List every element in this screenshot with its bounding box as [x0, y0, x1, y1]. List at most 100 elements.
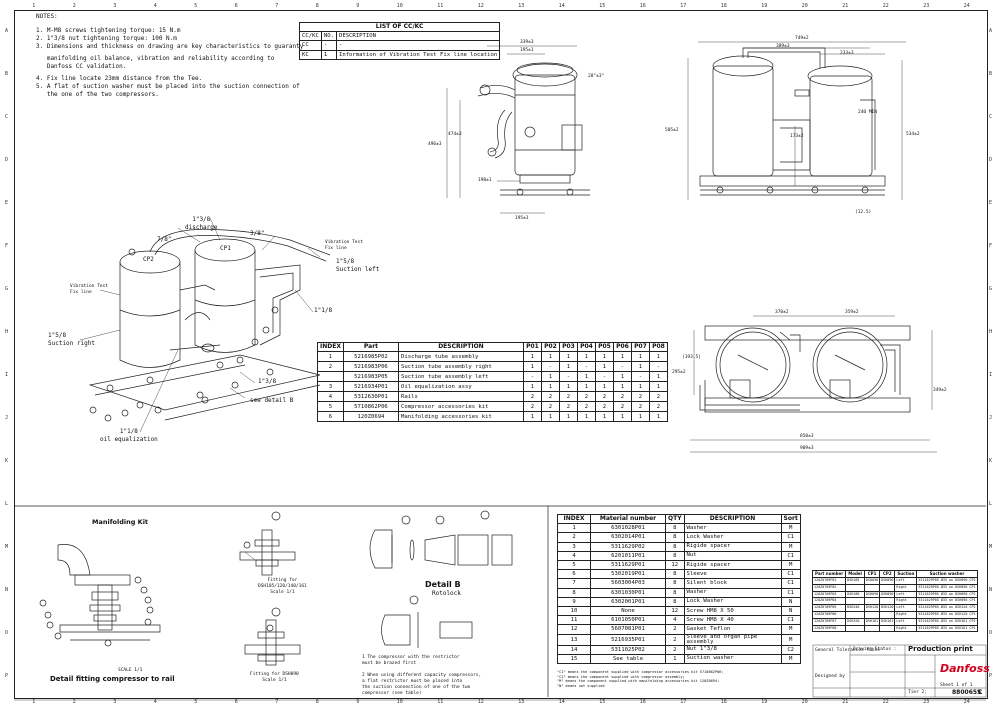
material-cell: 8: [665, 532, 685, 543]
model-cell: DSH120: [863, 604, 881, 612]
parts-cell: 5: [317, 401, 344, 413]
material-cell: 8: [557, 587, 591, 598]
material-cell: C1: [780, 532, 801, 543]
zone-letter: H: [989, 329, 993, 336]
iso-label-suction-right: 1"5/8 Suction right: [48, 332, 95, 347]
note-line: 4. Fix line locate 23mm distance from th…: [36, 75, 203, 82]
material-cell: M: [780, 653, 801, 665]
material-cell: C2: [780, 644, 801, 655]
notes-title: NOTES:: [36, 13, 58, 20]
dim-front-3: 233±3: [840, 51, 854, 56]
parts-cell: 1: [630, 351, 650, 363]
parts-cell: 2: [630, 401, 650, 413]
dim-top-3: (193.5): [682, 355, 701, 360]
material-cell: 5311629P01: [590, 560, 666, 571]
zone-letter: N: [989, 586, 993, 593]
model-cell: Right: [894, 583, 918, 592]
material-cell: 9: [557, 596, 591, 608]
parts-cell: 2: [558, 391, 578, 403]
note-line: 2. 1"3/8 nut tightening torque: 100 N.m: [36, 35, 177, 42]
parts-cell: 1: [558, 361, 578, 373]
iso-label-vibration-2: Vibration Test Fix line: [70, 284, 108, 295]
dim-side-6: 198±1: [478, 178, 492, 183]
zone-number: 20: [801, 3, 808, 9]
material-cell: 12: [665, 560, 685, 571]
zone-number: 16: [639, 3, 646, 9]
material-cell: 2: [665, 644, 685, 655]
material-cell: N: [780, 596, 801, 608]
model-cell: DSH090: [879, 577, 896, 585]
model-cell: 120Z0709P05: [811, 604, 847, 612]
tb-general-tolerances: General Tolerances Table: [815, 648, 881, 653]
material-cell: C1: [780, 578, 801, 589]
detail-fitting-caption: Detail fitting compressor to rail: [50, 675, 175, 683]
model-cell: 120Z0709P04: [811, 597, 847, 606]
model-cell: 5311629P05 Ø33 on DSH161 CP1: [916, 624, 978, 633]
parts-cell: 1: [612, 411, 632, 423]
parts-cell: 2: [612, 391, 632, 403]
material-cell: 6301028P01: [590, 523, 666, 534]
cckc-cell: Information of Vibration Test Fix line l…: [335, 49, 501, 60]
parts-cell: 1: [576, 351, 596, 363]
model-cell: Left: [894, 617, 918, 626]
parts-cell: 1: [648, 351, 668, 363]
dim-side-7: 195±1: [515, 216, 529, 221]
cckc-cell: 1: [320, 49, 337, 60]
zone-number: 5: [194, 3, 198, 9]
parts-cell: [317, 371, 344, 383]
parts-cell: 1: [648, 371, 668, 383]
fitting-dsh105-drawing: [239, 511, 296, 576]
zone-letter: D: [5, 157, 9, 164]
parts-cell: 1: [648, 381, 668, 393]
parts-cell: 2: [594, 401, 614, 413]
model-cell: 5311629P05 Ø33 on DSH090 CP1: [916, 583, 978, 592]
parts-cell: 1: [540, 351, 560, 363]
model-cell: 5311629P05 Ø33 on DSH090 CP1: [916, 597, 978, 606]
material-cell: None: [590, 606, 666, 617]
model-cell: Right: [894, 624, 918, 633]
material-cell: 6302001P01: [590, 596, 666, 608]
iso-label-suction-left: 1"5/8 Suction left: [336, 258, 380, 273]
zone-number: 2: [72, 699, 76, 705]
dim-side-5: 496±3: [428, 142, 442, 147]
dim-front-2: 389±3: [776, 44, 790, 49]
drawing-frame: [14, 10, 988, 699]
parts-cell: 1: [522, 381, 542, 393]
material-cell: Lock Washer: [683, 596, 782, 608]
material-cell: M: [780, 633, 801, 646]
zone-letter: E: [989, 200, 993, 207]
material-cell: Suction washer: [683, 653, 782, 665]
parts-header: Part: [342, 341, 399, 353]
parts-cell: -: [576, 361, 596, 373]
parts-cell: -: [648, 361, 668, 373]
zone-number: 15: [599, 699, 606, 705]
parts-cell: 2: [576, 401, 596, 413]
note-line: 5. A flat of suction washer must be plac…: [36, 83, 300, 90]
parts-cell: 1: [540, 381, 560, 393]
model-header: Part number: [811, 570, 847, 578]
model-cell: [879, 610, 896, 619]
model-cell: DSH180: [845, 590, 865, 599]
zone-letter: P: [5, 672, 9, 679]
parts-cell: 120Z0694: [342, 411, 399, 423]
parts-cell: 3: [317, 381, 344, 393]
parts-header: P01: [522, 341, 542, 353]
material-header: Material number: [590, 513, 666, 525]
material-cell: Gasket Teflon: [683, 624, 782, 635]
zone-letter: A: [989, 28, 993, 35]
material-cell: Lock Washer: [683, 532, 782, 543]
dim-top-7: 909±3: [800, 446, 814, 451]
tb-revision: C: [978, 689, 983, 696]
material-cell: N: [780, 606, 801, 617]
parts-cell: -: [612, 361, 632, 373]
zone-letter: O: [5, 629, 9, 636]
tb-drawing-status: Production print: [908, 645, 973, 653]
zone-number: 8: [315, 3, 319, 9]
